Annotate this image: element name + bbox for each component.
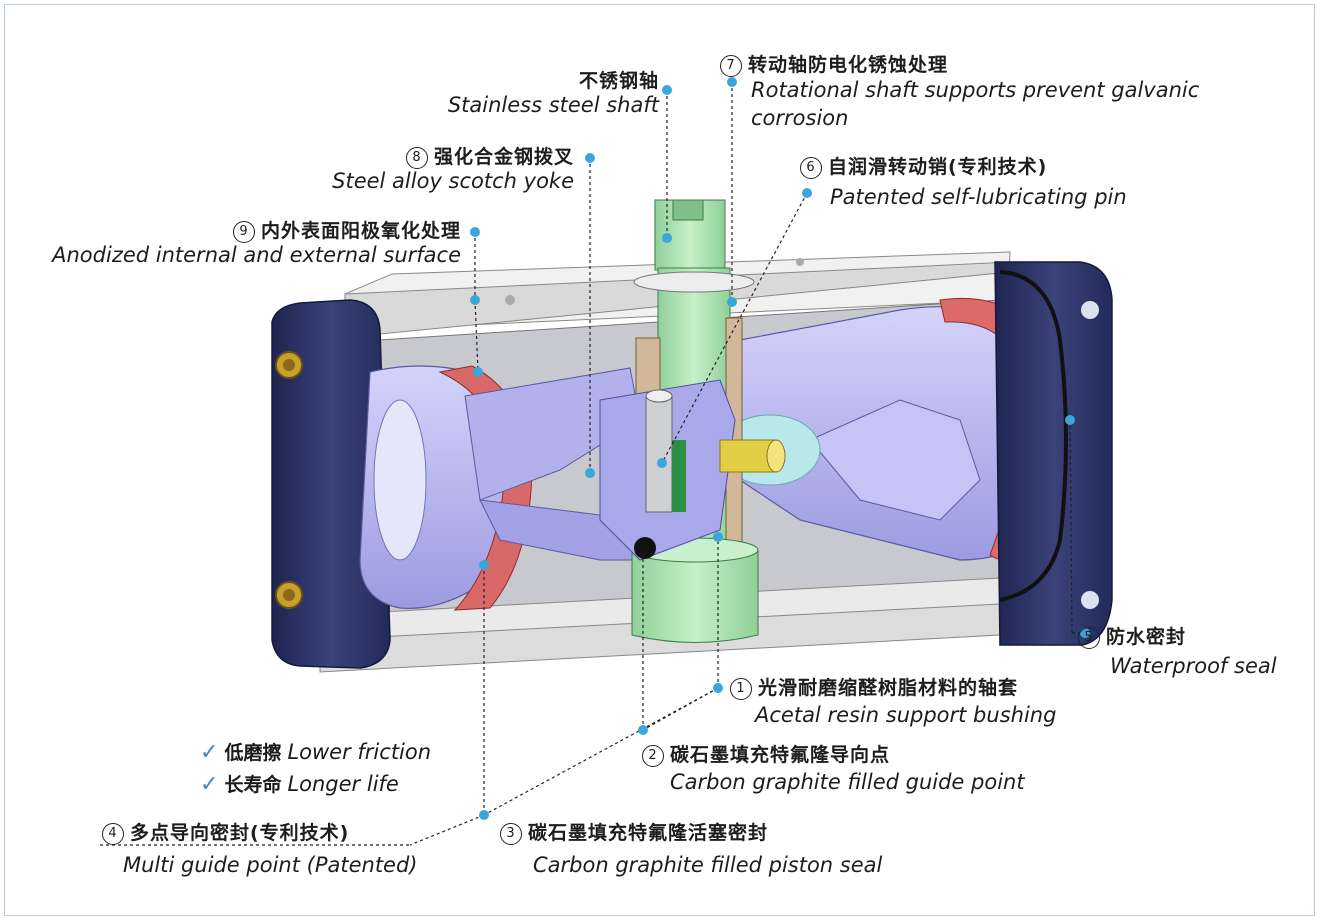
left-piston bbox=[359, 365, 701, 611]
callout-7-en-line2: corrosion bbox=[751, 106, 849, 130]
feature-cn: 长寿命 bbox=[224, 774, 282, 796]
callout-5-cn: 防水密封 bbox=[1106, 626, 1187, 648]
callout-6-en: Patented self-lubricating pin bbox=[830, 185, 1127, 209]
callout-5-en: Waterproof seal bbox=[1110, 654, 1277, 678]
left-end-cap bbox=[271, 299, 391, 669]
feature-en: Lower friction bbox=[287, 740, 432, 764]
dot-6 bbox=[802, 188, 812, 198]
callout-3-en: Carbon graphite filled piston seal bbox=[533, 853, 883, 877]
callout-6: 6 自润滑转动销(专利技术) bbox=[800, 152, 1047, 179]
dot-stainless-shaft bbox=[662, 85, 672, 95]
callout-4-number: 4 bbox=[102, 823, 124, 845]
stainless-shaft-en: Stainless steel shaft bbox=[447, 93, 659, 117]
callout-6-number: 6 bbox=[800, 157, 822, 179]
callout-6-cn: 自润滑转动销(专利技术) bbox=[828, 156, 1048, 178]
dot-5 bbox=[1065, 415, 1075, 425]
callout-7-cn: 转动轴防电化锈蚀处理 bbox=[748, 54, 949, 76]
dot-7 bbox=[727, 77, 737, 87]
feature-cn: 低磨擦 bbox=[224, 742, 282, 764]
callout-8-cn: 强化合金钢拨叉 bbox=[433, 146, 574, 168]
feature-en: Longer life bbox=[287, 772, 399, 796]
dot-6-end bbox=[657, 458, 667, 468]
leader-lines bbox=[100, 82, 1085, 846]
callout-4-cn: 多点导向密封(专利技术) bbox=[130, 822, 350, 844]
stainless-shaft-cn: 不锈钢轴 bbox=[578, 70, 659, 92]
callout-2-cn: 碳石墨填充特氟隆导向点 bbox=[670, 744, 891, 766]
callout-3: 3 碳石墨填充特氟隆活塞密封 bbox=[500, 818, 768, 845]
callout-7-number: 7 bbox=[720, 55, 742, 77]
callout-9-en: Anodized internal and external surface bbox=[52, 243, 461, 267]
dot-9 bbox=[470, 227, 480, 237]
callout-9-cn: 内外表面阳极氧化处理 bbox=[260, 220, 461, 242]
callout-8-number: 8 bbox=[405, 147, 428, 169]
dot-8 bbox=[585, 153, 595, 163]
callout-3-cn: 碳石墨填充特氟隆活塞密封 bbox=[528, 822, 769, 844]
callout-7: 7 转动轴防电化锈蚀处理 bbox=[720, 50, 948, 77]
callout-1-cn: 光滑耐磨缩醛树脂材料的轴套 bbox=[758, 677, 1019, 699]
callout-1: 1 光滑耐磨缩醛树脂材料的轴套 bbox=[730, 673, 1018, 700]
callout-5-number: 5 bbox=[1078, 627, 1100, 649]
callout-stainless-shaft: 不锈钢轴 Stainless steel shaft bbox=[448, 66, 659, 117]
callout-7-en-line1: Rotational shaft supports prevent galvan… bbox=[751, 78, 1200, 102]
dot-1-end bbox=[713, 683, 723, 693]
dot-9-end bbox=[473, 367, 483, 377]
check-icon: ✓ bbox=[200, 772, 219, 797]
callout-4-en: Multi guide point (Patented) bbox=[123, 853, 418, 877]
callout-2: 2 碳石墨填充特氟隆导向点 bbox=[642, 740, 890, 767]
callout-2-number: 2 bbox=[642, 745, 664, 767]
dot-2 bbox=[638, 725, 648, 735]
callout-4: 4 多点导向密封(专利技术) bbox=[102, 818, 349, 845]
callout-5: 5 防水密封 bbox=[1078, 622, 1186, 649]
callout-3-number: 3 bbox=[500, 823, 522, 845]
check-icon: ✓ bbox=[200, 740, 219, 765]
callout-9-number: 9 bbox=[232, 221, 255, 243]
dot-1 bbox=[713, 532, 723, 542]
callout-8-en: Steel alloy scotch yoke bbox=[332, 169, 574, 193]
callout-2-en: Carbon graphite filled guide point bbox=[670, 770, 1025, 794]
callout-1-number: 1 bbox=[730, 678, 752, 700]
right-end-cap bbox=[994, 261, 1113, 646]
dot-7-end bbox=[727, 297, 737, 307]
scotch-yoke bbox=[599, 379, 786, 561]
dot-4 bbox=[479, 560, 489, 570]
dot-shaft-end bbox=[662, 233, 672, 243]
callout-1-en: Acetal resin support bushing bbox=[755, 703, 1057, 727]
dot-3 bbox=[479, 810, 489, 820]
dot-9-mid bbox=[470, 295, 480, 305]
dot-8-end bbox=[585, 468, 595, 478]
